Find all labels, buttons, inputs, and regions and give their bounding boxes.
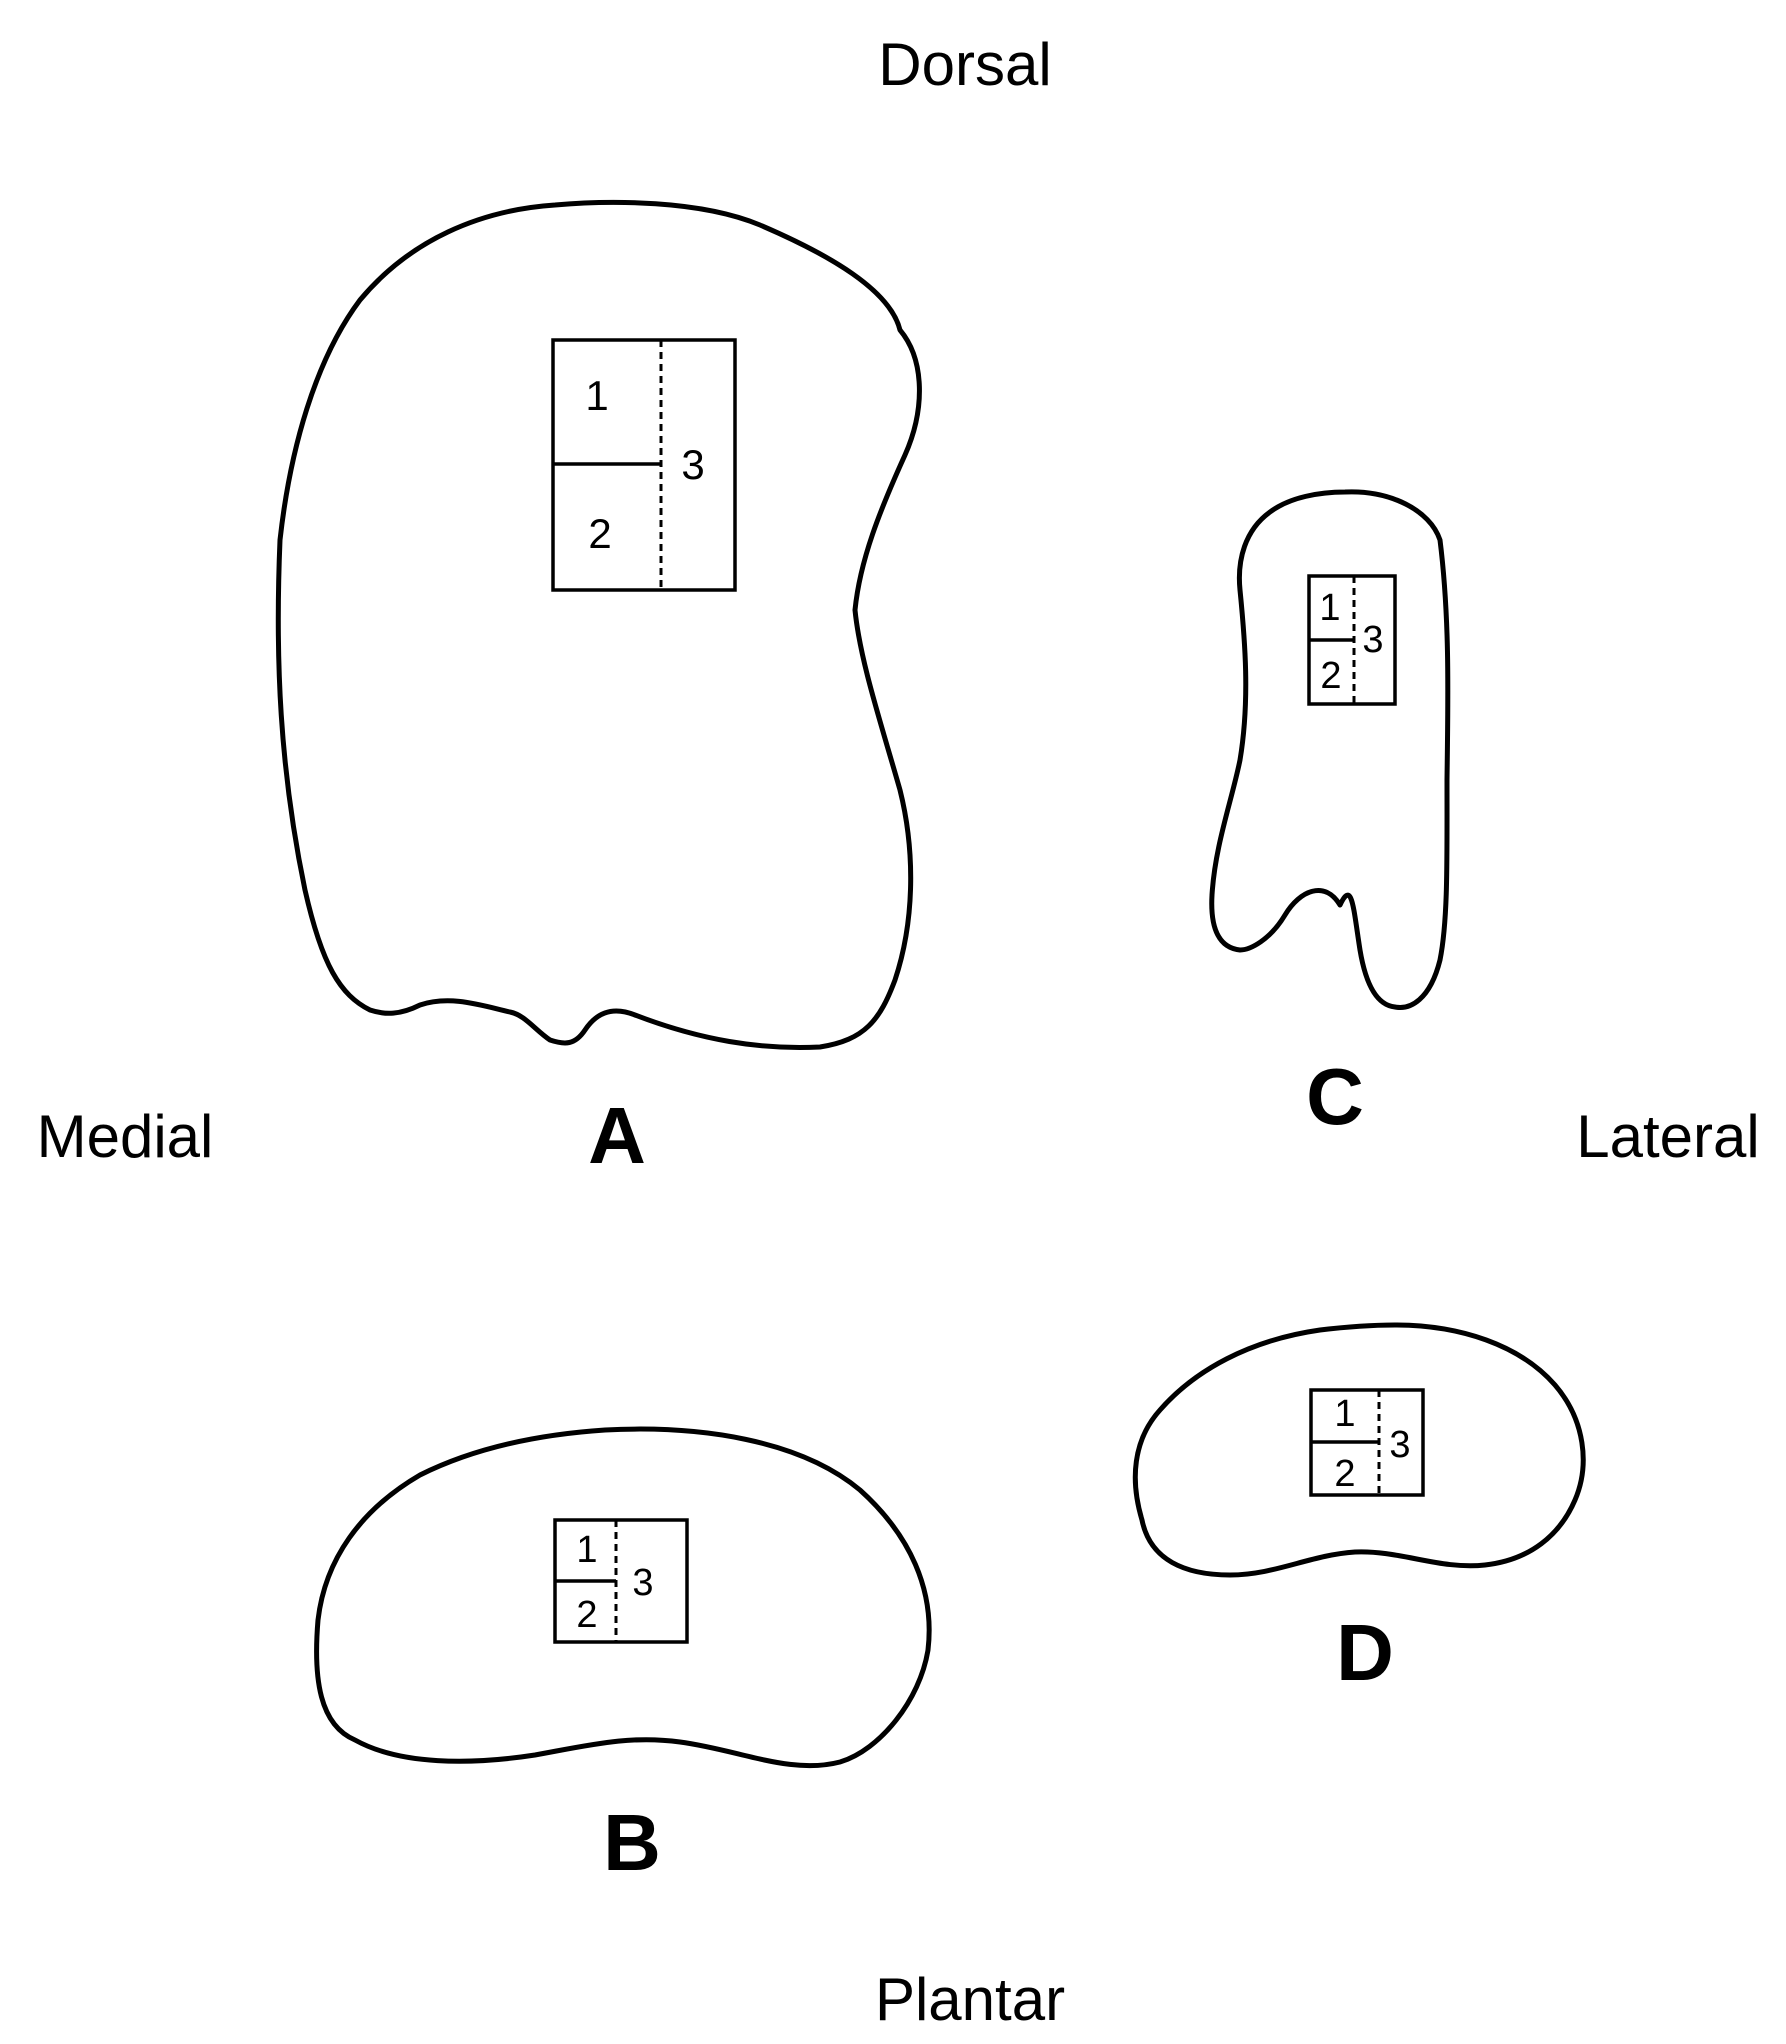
section-d-label: D xyxy=(1336,1608,1394,1697)
section-d-region-1: 1 xyxy=(1334,1393,1355,1435)
section-c-label: C xyxy=(1306,1052,1364,1141)
section-d-outline xyxy=(1132,1322,1586,1578)
section-a-region-3: 3 xyxy=(681,441,704,488)
section-d: 1 2 3 D xyxy=(1132,1322,1586,1697)
orientation-medial-label: Medial xyxy=(37,1103,214,1170)
orientation-plantar-label: Plantar xyxy=(875,1966,1065,2033)
section-b-label: B xyxy=(603,1798,661,1887)
section-b-region-1: 1 xyxy=(576,1529,597,1571)
section-d-region-3: 3 xyxy=(1389,1424,1410,1466)
section-c-region-3: 3 xyxy=(1362,619,1383,661)
section-c: 1 2 3 C xyxy=(1209,489,1451,1141)
orientation-dorsal-label: Dorsal xyxy=(878,31,1051,98)
section-a-region-1: 1 xyxy=(585,372,608,419)
section-c-outline xyxy=(1209,489,1451,1010)
section-d-region-2: 2 xyxy=(1334,1453,1355,1495)
section-b-region-2: 2 xyxy=(576,1594,597,1636)
section-a-label: A xyxy=(588,1091,646,1180)
section-c-region-2: 2 xyxy=(1320,655,1341,697)
section-a-region-2: 2 xyxy=(588,510,611,557)
section-b-region-3: 3 xyxy=(632,1562,653,1604)
section-a-outline xyxy=(275,199,922,1050)
section-b: 1 2 3 B xyxy=(314,1426,932,1887)
section-b-outline xyxy=(314,1426,932,1769)
orientation-lateral-label: Lateral xyxy=(1576,1103,1759,1170)
section-a: 1 2 3 A xyxy=(275,199,922,1180)
section-c-region-1: 1 xyxy=(1319,587,1340,629)
